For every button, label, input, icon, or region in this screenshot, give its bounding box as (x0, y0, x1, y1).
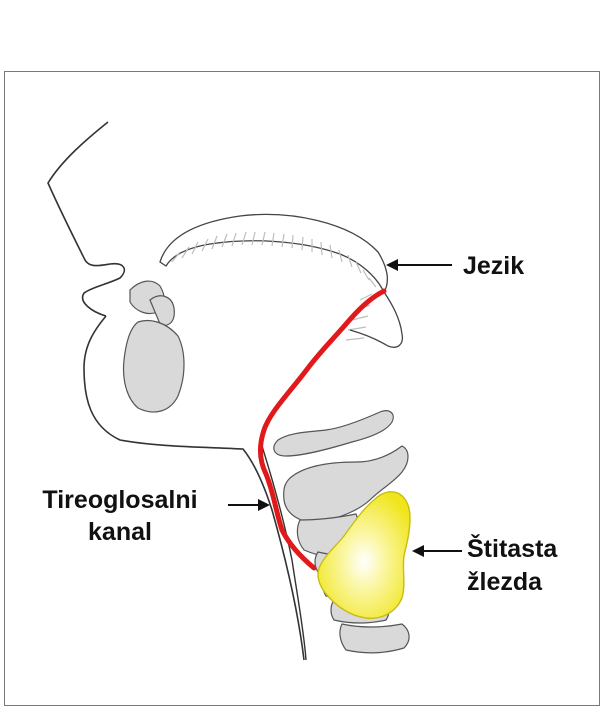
thyroid-label-line1: Štitasta (467, 533, 557, 566)
tongue-arrow (386, 259, 452, 271)
tongue-label-text: Jezik (463, 252, 524, 280)
duct-arrow (228, 499, 270, 511)
thyroid-arrow (412, 545, 462, 557)
palate-outline (160, 215, 387, 293)
thyroglossal-duct-label: Tireoglosalni kanal (18, 484, 222, 548)
thyroid-label-line2: žlezda (467, 566, 557, 599)
duct-label-line1: Tireoglosalni (18, 484, 222, 516)
tongue-label: Jezik (463, 250, 524, 282)
mandible (124, 321, 184, 412)
thyroid-gland-label: Štitasta žlezda (467, 533, 557, 599)
hyoid-bone (274, 411, 393, 456)
face-profile (48, 122, 124, 316)
duct-label-line2: kanal (18, 516, 222, 548)
